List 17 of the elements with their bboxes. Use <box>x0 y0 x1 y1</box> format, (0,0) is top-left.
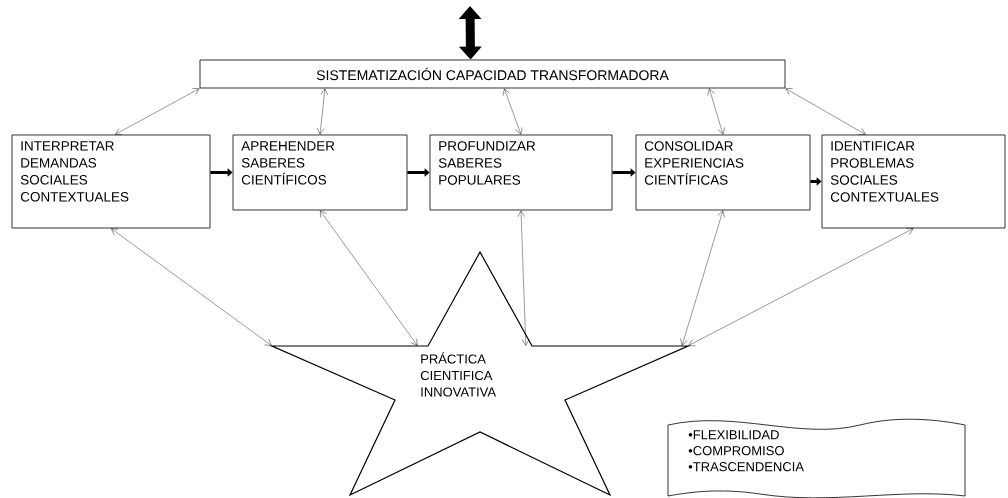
arrow <box>680 210 725 346</box>
arrow <box>517 210 530 346</box>
arrow <box>320 210 418 346</box>
arrow <box>115 88 200 135</box>
arrow <box>707 88 725 135</box>
process-box: IDENTIFICAR PROBLEMAS SOCIALES CONTEXTUALES <box>821 134 1006 229</box>
process-box: PROFUNDIZAR SABERES POPULARES <box>429 134 613 211</box>
arrow <box>502 88 523 135</box>
process-box: APREHENDER SABERES CIENTÍFICOS <box>232 134 408 211</box>
title-box: SISTEMATIZACIÓN CAPACIDAD TRANSFORMADORA <box>199 59 786 89</box>
arrow <box>111 228 272 346</box>
process-box: INTERPRETAR DEMANDAS SOCIALES CONTEXTUALES <box>11 134 211 229</box>
arrow <box>317 88 328 135</box>
banner: •FLEXIBILIDAD •COMPROMISO •TRASCENDENCIA <box>667 418 966 498</box>
process-box: CONSOLIDAR EXPERIENCIAS CIENTÍFICAS <box>635 134 811 211</box>
arrow <box>785 88 866 135</box>
arrow <box>688 228 914 347</box>
